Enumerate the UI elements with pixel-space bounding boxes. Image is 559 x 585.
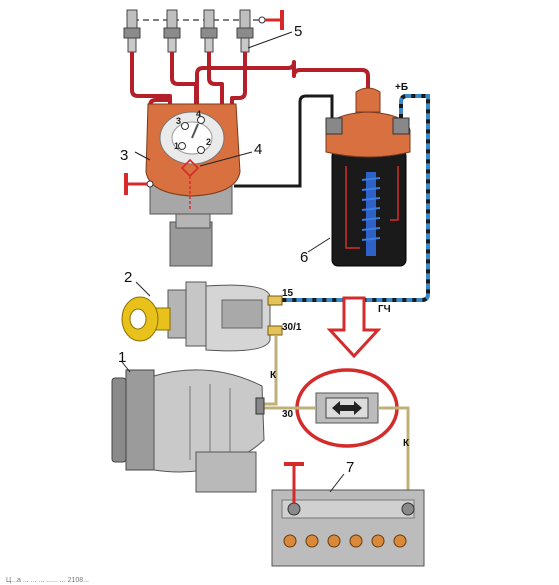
wire-k [262, 336, 278, 406]
generator [111, 369, 265, 493]
spark-plug [200, 9, 218, 53]
label-battery: 7 [346, 459, 354, 476]
coil-plus-b-label: +Б [395, 82, 408, 93]
ground-symbol [265, 10, 284, 30]
low-voltage-wire [234, 94, 334, 188]
distributor-terminal-1: 1 [174, 141, 179, 151]
ground-symbol [124, 173, 150, 195]
wire-k-right [378, 406, 410, 498]
key-icon [121, 296, 171, 342]
distributor: 1 2 3 4 [124, 103, 241, 267]
spark-plugs [123, 9, 284, 53]
label-coil: 6 [300, 249, 308, 266]
spark-plug [163, 9, 181, 53]
relay-block [315, 392, 379, 424]
battery [271, 489, 425, 567]
highlight-arrow [326, 296, 382, 359]
ignition-switch [121, 281, 283, 352]
wire-gch-label: ГЧ [378, 304, 391, 315]
high-voltage-wires [130, 52, 370, 124]
switch-pin-15: 15 [282, 288, 294, 299]
label-breaker: 4 [254, 141, 262, 158]
wire-k-right-label: К [403, 438, 410, 449]
generator-pin-30: 30 [282, 409, 294, 420]
spark-plug [236, 9, 254, 53]
label-distributor: 3 [120, 147, 128, 164]
label-wires: 5 [294, 23, 302, 40]
distributor-terminal-3: 3 [176, 116, 181, 126]
ignition-coil [325, 87, 411, 267]
label-ignition-switch: 2 [124, 269, 132, 286]
distributor-terminal-4: 4 [196, 109, 201, 119]
distributor-terminal-2: 2 [206, 137, 211, 147]
ground-symbol [284, 462, 304, 503]
wire-k-left-label: К [270, 370, 277, 381]
switch-pin-30-1: 30/1 [282, 322, 302, 333]
spark-plug [123, 9, 141, 53]
image-caption: Ц...а ... ... ... ...... ... 2108... [6, 577, 89, 584]
label-generator: 1 [118, 349, 126, 366]
